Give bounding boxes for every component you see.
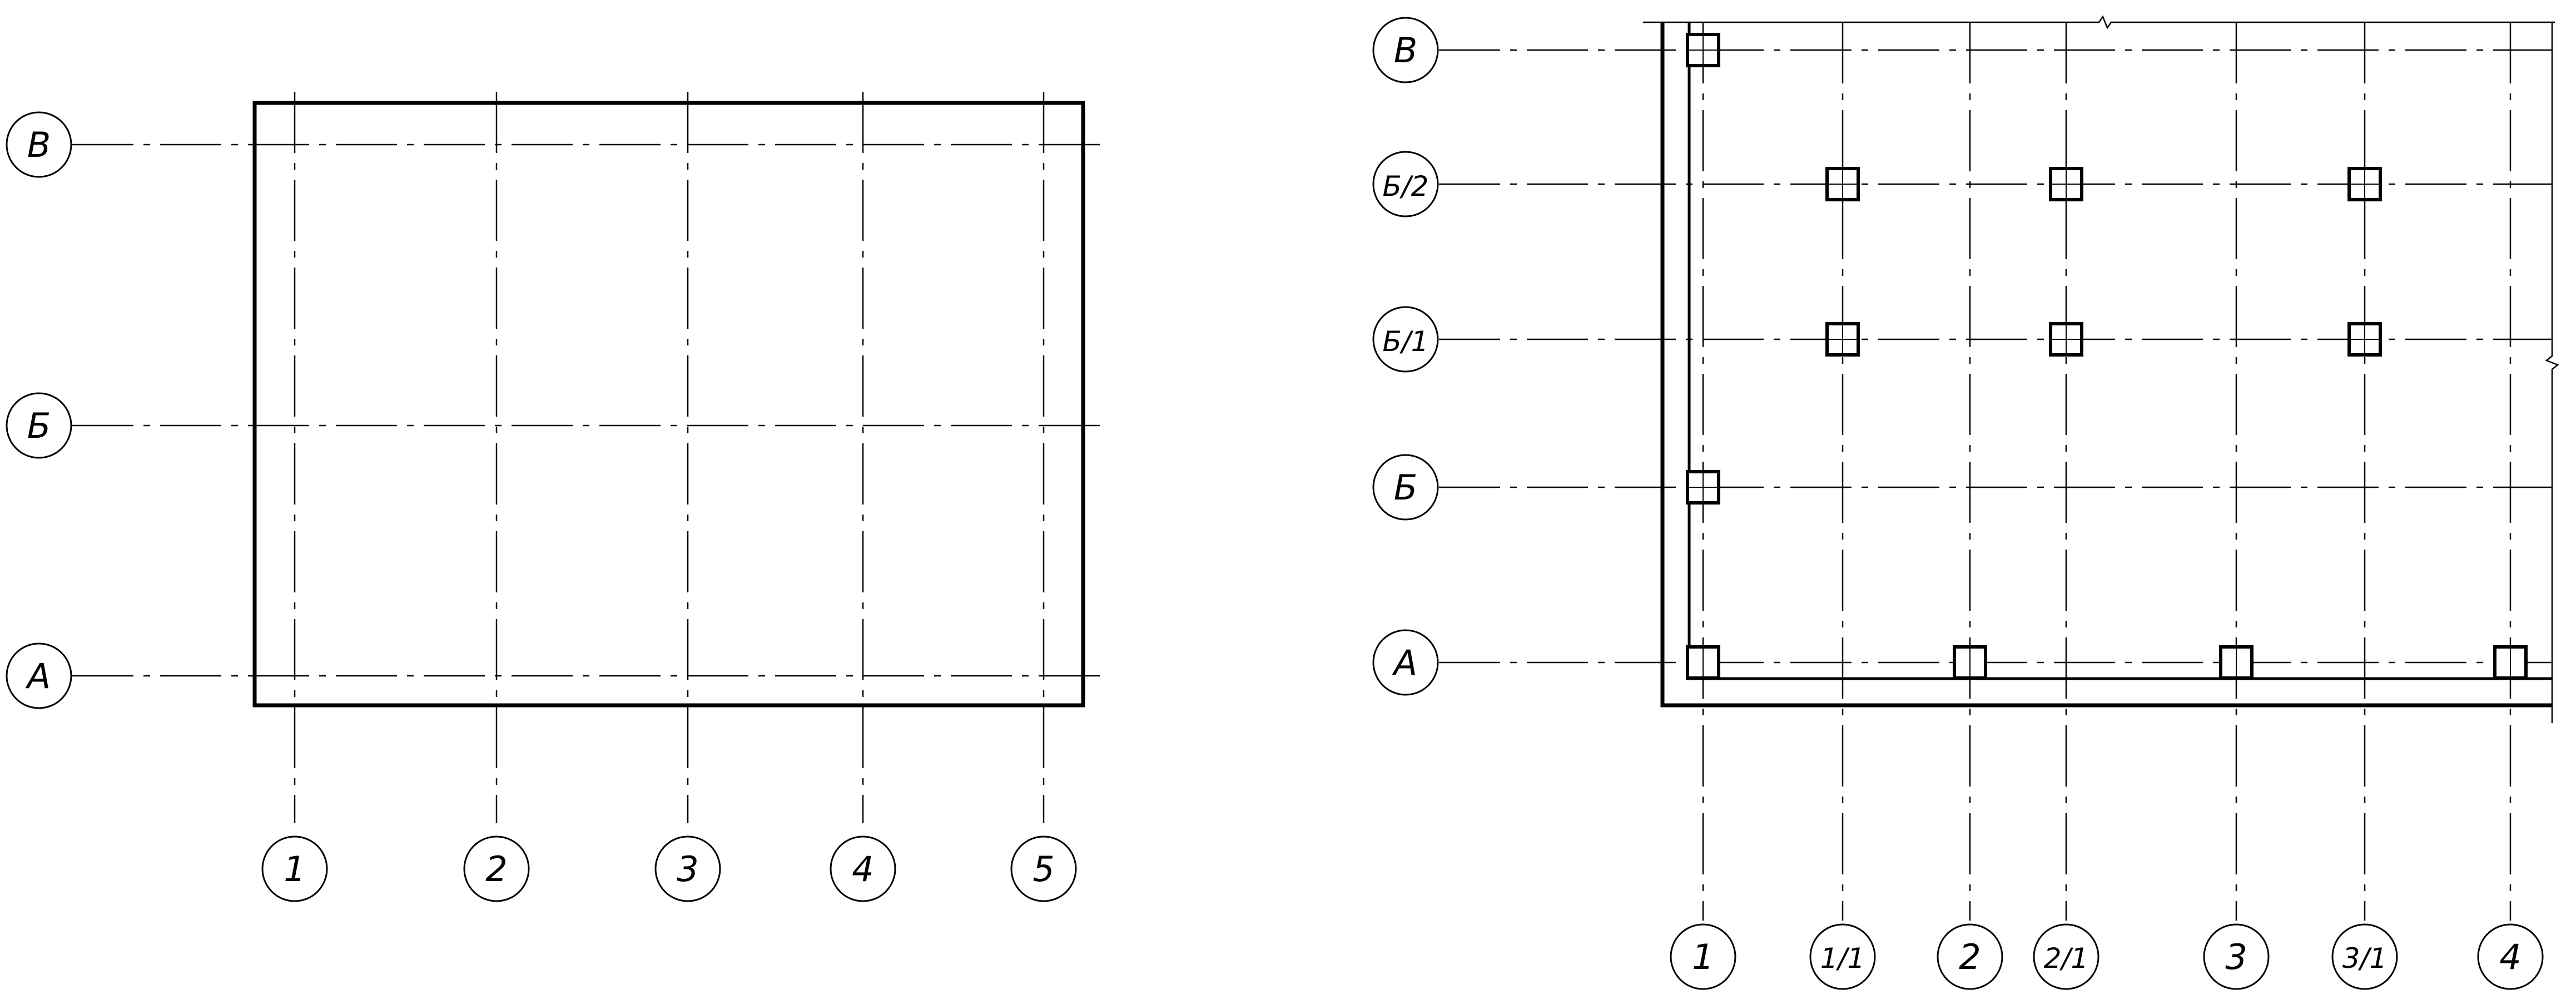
left-col-marker-4: 4	[830, 835, 896, 902]
right-row-marker-v: В	[1372, 17, 1439, 83]
right-side-break-line	[2545, 22, 2559, 723]
left-row-label-v: В	[27, 125, 51, 165]
right-col-marker-3-1: 3/1	[2331, 923, 2398, 990]
right-col-label-1: 1	[1692, 937, 1714, 977]
right-col-label-4: 4	[2499, 937, 2521, 977]
column-b1-3-1	[2347, 322, 2382, 357]
right-col-marker-2: 2	[1937, 923, 2003, 990]
left-col-marker-3: 3	[654, 835, 721, 902]
left-col-marker-2: 2	[463, 835, 530, 902]
right-columns	[1686, 33, 2528, 680]
right-col-label-3-1: 3/1	[2342, 942, 2387, 975]
left-col-marker-5: 5	[1010, 835, 1077, 902]
column-a-2	[1953, 645, 1987, 680]
right-row-marker-a: А	[1372, 629, 1439, 696]
right-col-marker-1-1: 1/1	[1809, 923, 1876, 990]
right-row-marker-b2: Б/2	[1372, 151, 1439, 217]
left-col-label-5: 5	[1033, 849, 1054, 889]
right-row-label-a: А	[1392, 642, 1417, 683]
left-building-outline	[252, 101, 1085, 708]
right-col-label-2-1: 2/1	[2044, 942, 2088, 975]
left-col-label-2: 2	[485, 849, 507, 889]
right-top-break-line	[1643, 15, 2555, 29]
left-col-marker-1: 1	[261, 835, 328, 902]
column-a-4	[2493, 645, 2528, 680]
right-inner-wall	[1687, 22, 2552, 680]
column-a-3	[2219, 645, 2254, 680]
right-col-marker-4: 4	[2477, 923, 2544, 990]
right-row-marker-b: Б	[1372, 454, 1439, 521]
right-row-label-b2: Б/2	[1383, 170, 1429, 202]
column-b2-2-1	[2049, 167, 2083, 201]
right-row-marker-b1: Б/1	[1372, 306, 1439, 373]
right-col-marker-1: 1	[1670, 923, 1736, 990]
right-row-label-b: Б	[1394, 467, 1418, 508]
right-row-label-v: В	[1394, 30, 1418, 71]
right-outer-wall	[1660, 22, 2552, 708]
right-col-label-3: 3	[2225, 937, 2247, 977]
right-col-marker-2-1: 2/1	[2033, 923, 2099, 990]
left-col-label-3: 3	[677, 849, 698, 889]
right-col-marker-3: 3	[2203, 923, 2270, 990]
left-row-label-a: А	[25, 656, 51, 696]
right-row-label-b1: Б/1	[1383, 325, 1429, 358]
left-row-label-b: Б	[27, 405, 51, 446]
right-plan: В Б/2 Б/1 Б А 1 1/1 2	[1372, 15, 2559, 990]
column-b1-1-1	[1825, 322, 1860, 357]
left-row-marker-v: В	[6, 111, 72, 178]
column-b1-2-1	[2049, 322, 2083, 357]
left-col-label-1: 1	[284, 849, 305, 889]
column-b2-1-1	[1825, 167, 1860, 201]
right-col-label-1-1: 1/1	[1820, 942, 1865, 975]
column-v-1	[1686, 33, 1720, 67]
left-row-marker-a: А	[6, 642, 72, 709]
column-a-1	[1686, 645, 1720, 680]
left-plan: В Б А 1 2 3 4 5	[6, 92, 1104, 902]
left-col-label-4: 4	[852, 849, 873, 889]
right-col-label-2: 2	[1959, 937, 1981, 977]
left-row-marker-b: Б	[6, 392, 72, 459]
column-b2-3-1	[2347, 167, 2382, 201]
column-b-1	[1686, 470, 1720, 505]
